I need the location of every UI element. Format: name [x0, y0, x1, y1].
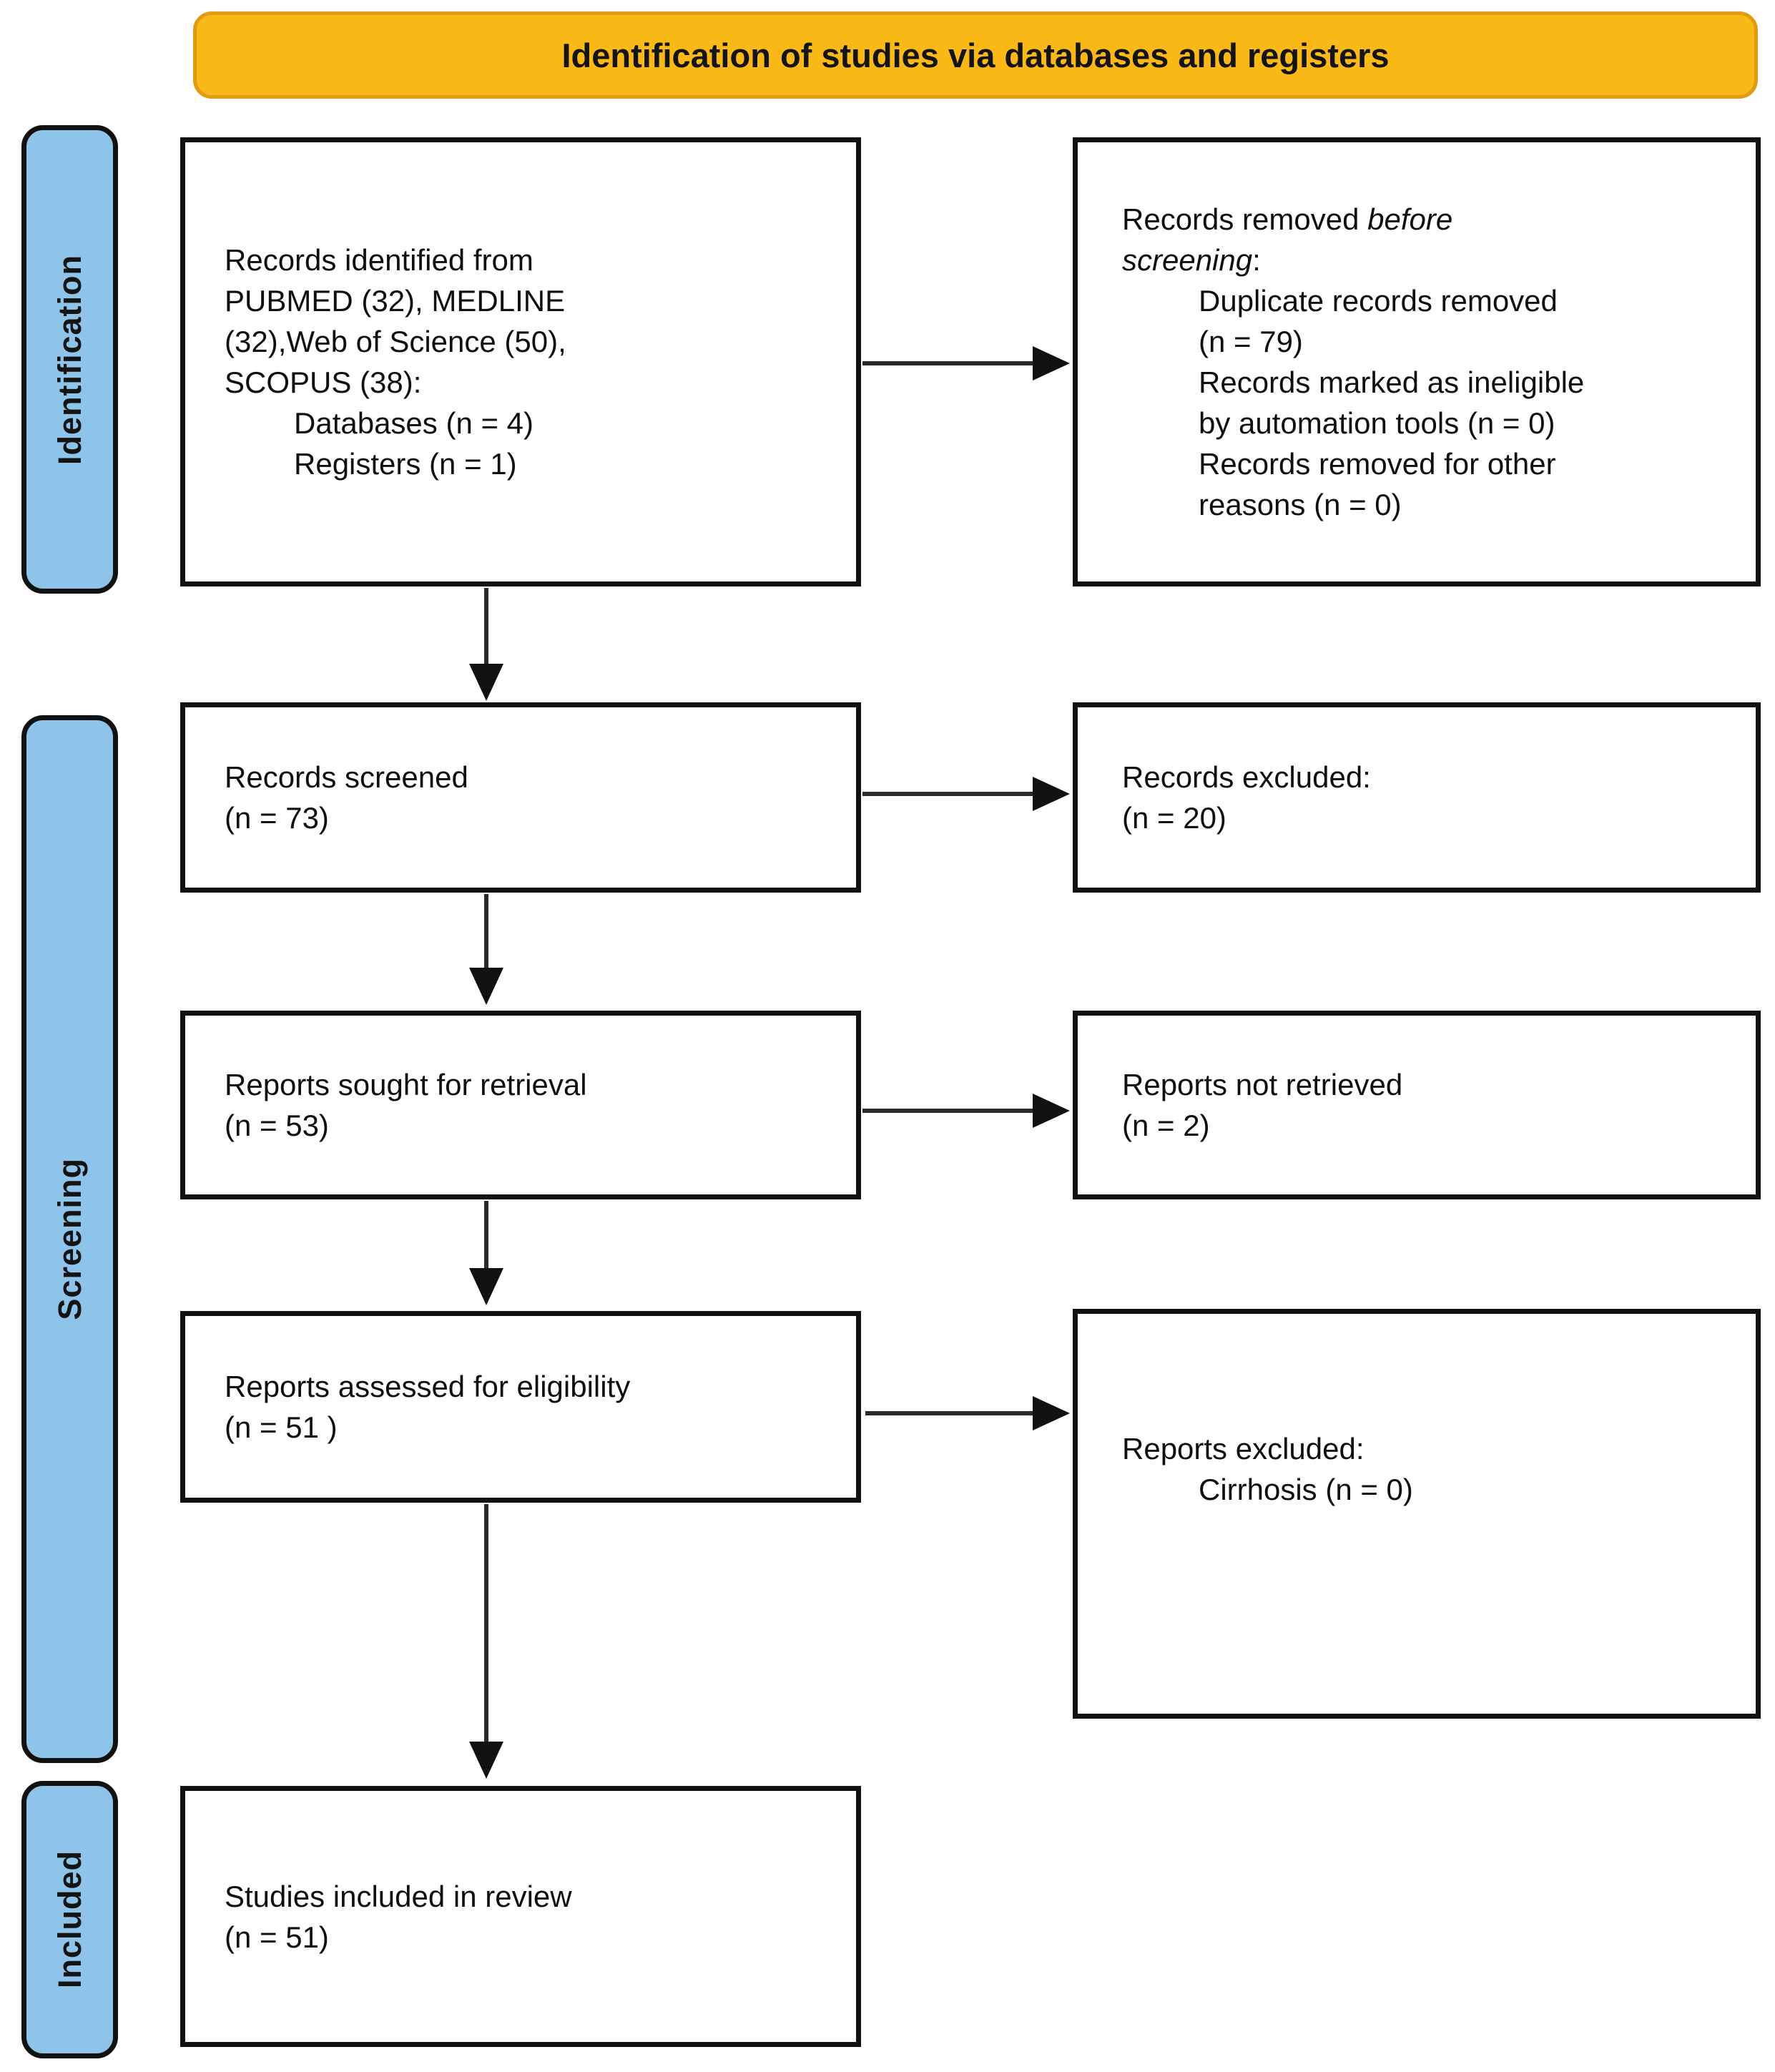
box-records-identified: Records identified from PUBMED (32), MED…	[180, 137, 861, 586]
records-excluded-count: (n = 20)	[1122, 801, 1226, 835]
records-identified-line: (32),Web of Science (50),	[225, 325, 566, 358]
arrow-assessed-to-included	[484, 1504, 488, 1743]
reports-assessed-line: Reports assessed for eligibility	[225, 1370, 631, 1403]
records-screened-count: (n = 73)	[225, 801, 329, 835]
arrowhead-right-icon	[1033, 777, 1070, 811]
stage-identification: Identification	[21, 125, 118, 594]
reports-excluded-line: Reports excluded:	[1122, 1432, 1365, 1465]
arrow-identified-to-screened	[484, 588, 488, 665]
stage-included: Included	[21, 1781, 118, 2058]
studies-included-line: Studies included in review	[225, 1879, 572, 1913]
records-identified-line: SCOPUS (38):	[225, 365, 422, 399]
arrowhead-down-icon	[469, 1268, 503, 1305]
box-records-screened: Records screened (n = 73)	[180, 702, 861, 893]
records-removed-line: screening:	[1122, 243, 1261, 277]
records-removed-subitem: Records removed for other	[1199, 447, 1556, 481]
arrow-screened-to-sought	[484, 894, 488, 969]
reports-assessed-count: (n = 51 )	[225, 1410, 338, 1444]
reports-not-retrieved-count: (n = 2)	[1122, 1109, 1210, 1142]
records-screened-line: Records screened	[225, 760, 468, 794]
arrowhead-right-icon	[1033, 1094, 1070, 1128]
records-removed-subitem: reasons (n = 0)	[1199, 488, 1402, 521]
arrow-screened-to-excluded	[862, 792, 1034, 796]
banner: Identification of studies via databases …	[193, 11, 1758, 99]
arrowhead-right-icon	[1033, 1396, 1070, 1430]
arrow-sought-to-not-retrieved	[862, 1109, 1034, 1113]
reports-excluded-reason: Cirrhosis (n = 0)	[1199, 1473, 1413, 1506]
box-reports-not-retrieved: Reports not retrieved (n = 2)	[1073, 1011, 1761, 1199]
records-removed-subitem: Records marked as ineligible	[1199, 365, 1585, 399]
reports-sought-count: (n = 53)	[225, 1109, 329, 1142]
stage-included-label: Included	[51, 1850, 88, 1989]
arrow-assessed-to-excluded	[865, 1411, 1034, 1415]
stage-screening: Screening	[21, 715, 118, 1763]
reports-sought-line: Reports sought for retrieval	[225, 1068, 587, 1101]
records-identified-subitem: Databases (n = 4)	[294, 406, 534, 440]
box-reports-assessed: Reports assessed for eligibility (n = 51…	[180, 1311, 861, 1503]
box-records-removed: Records removed before screening: Duplic…	[1073, 137, 1761, 586]
studies-included-count: (n = 51)	[225, 1920, 329, 1954]
records-identified-subitem: Registers (n = 1)	[294, 447, 517, 481]
box-reports-sought: Reports sought for retrieval (n = 53)	[180, 1011, 861, 1199]
arrowhead-down-icon	[469, 664, 503, 701]
stage-identification-label: Identification	[51, 254, 88, 465]
records-removed-subitem: Duplicate records removed	[1199, 284, 1558, 318]
arrowhead-down-icon	[469, 1742, 503, 1779]
box-reports-excluded: Reports excluded: Cirrhosis (n = 0)	[1073, 1309, 1761, 1719]
records-identified-line: Records identified from	[225, 243, 534, 277]
box-records-excluded: Records excluded: (n = 20)	[1073, 702, 1761, 893]
box-studies-included: Studies included in review (n = 51)	[180, 1786, 861, 2047]
banner-title: Identification of studies via databases …	[561, 36, 1390, 74]
arrow-sought-to-assessed	[484, 1201, 488, 1270]
arrow-identified-to-removed	[862, 361, 1034, 365]
records-removed-subitem: by automation tools (n = 0)	[1199, 406, 1555, 440]
arrowhead-down-icon	[469, 968, 503, 1005]
reports-not-retrieved-line: Reports not retrieved	[1122, 1068, 1403, 1101]
records-identified-line: PUBMED (32), MEDLINE	[225, 284, 566, 318]
records-excluded-line: Records excluded:	[1122, 760, 1371, 794]
stage-screening-label: Screening	[51, 1158, 88, 1320]
records-removed-subitem: (n = 79)	[1199, 325, 1303, 358]
arrowhead-right-icon	[1033, 346, 1070, 380]
records-removed-line: Records removed before	[1122, 202, 1453, 236]
